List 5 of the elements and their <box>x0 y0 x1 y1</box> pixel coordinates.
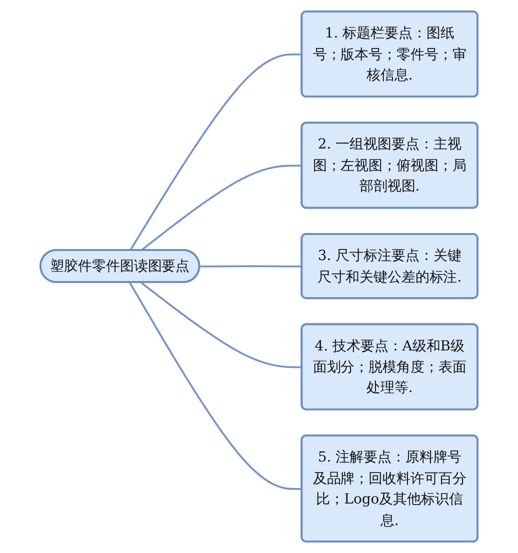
connector <box>140 164 302 252</box>
connector <box>200 265 302 268</box>
connector <box>129 54 302 251</box>
connector <box>128 282 302 490</box>
connector <box>140 282 302 368</box>
